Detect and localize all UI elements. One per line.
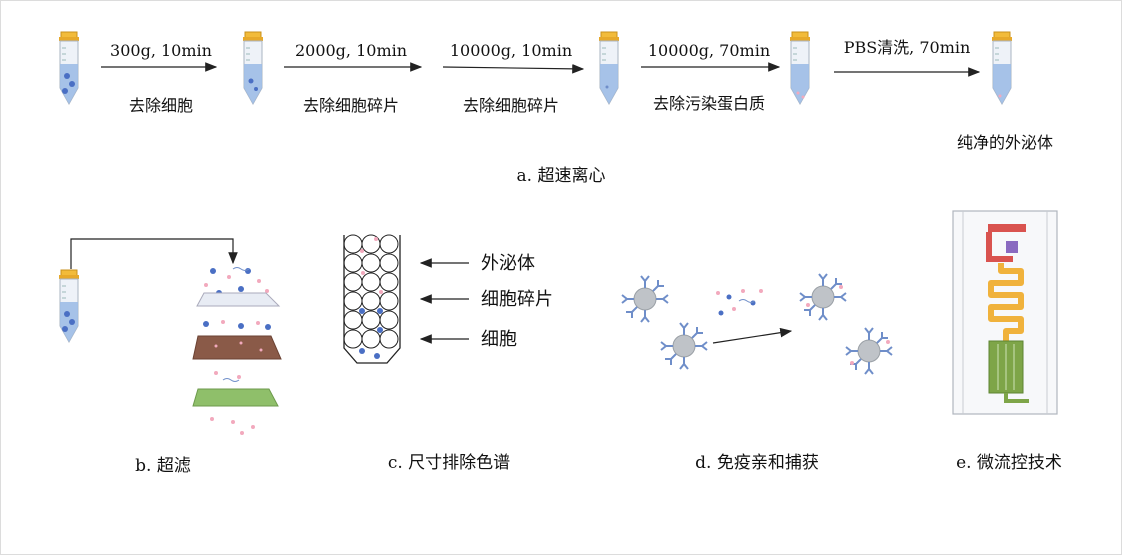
tube-icon xyxy=(58,269,80,343)
section-a-arrows xyxy=(101,62,981,77)
step-2-purpose: 去除细胞碎片 xyxy=(303,96,399,115)
step-3-condition: 10000g, 10min xyxy=(450,41,572,60)
chip-inlet xyxy=(988,224,1026,232)
step-1-purpose: 去除细胞 xyxy=(129,96,193,115)
section-e-chip xyxy=(952,210,1058,415)
section-a-tubes xyxy=(58,31,1013,105)
column-outline xyxy=(343,235,401,364)
result-label: 纯净的外泌体 xyxy=(957,133,1053,152)
capture-arrow xyxy=(712,327,793,344)
antibody-bead-icon xyxy=(621,275,669,323)
caption-a: a. 超速离心 xyxy=(517,166,606,186)
particle-cloud xyxy=(203,320,271,330)
label-cell: 细胞 xyxy=(481,329,517,350)
particle-cloud xyxy=(716,289,763,316)
filter-membrane-top xyxy=(196,292,281,307)
tube-icon xyxy=(991,31,1013,105)
particle-cloud xyxy=(214,371,241,382)
step-2-condition: 2000g, 10min xyxy=(295,41,407,60)
caption-e: e. 微流控技术 xyxy=(956,453,1062,473)
tube-icon xyxy=(242,31,264,105)
caption-d: d. 免疫亲和捕获 xyxy=(695,453,819,473)
label-exosome: 外泌体 xyxy=(481,253,535,274)
tube-icon xyxy=(598,31,620,105)
section-c-column xyxy=(343,234,401,364)
step-3-purpose: 去除细胞碎片 xyxy=(463,96,559,115)
antibody-bead-icon xyxy=(845,327,893,375)
step-4-condition: 10000g, 70min xyxy=(648,41,770,60)
section-b-figure xyxy=(58,238,282,435)
filter-membrane-green xyxy=(192,388,279,407)
step-5-condition: PBS清洗, 70min xyxy=(844,38,971,57)
chip-serpentine-channel xyxy=(988,263,1024,341)
transfer-arrow xyxy=(70,238,238,269)
step-4-purpose: 去除污染蛋白质 xyxy=(653,94,765,113)
filter-membrane-brown xyxy=(192,335,282,360)
antibody-bead-icon xyxy=(799,273,847,321)
tube-icon xyxy=(58,31,80,105)
arrow-step-3 xyxy=(442,64,585,74)
caption-c: c. 尺寸排除色谱 xyxy=(388,453,510,473)
section-c-arrows xyxy=(419,258,469,344)
section-d-figure xyxy=(621,273,893,375)
label-cell-debris: 细胞碎片 xyxy=(481,289,553,310)
particle-cloud xyxy=(210,417,255,435)
step-1-condition: 300g, 10min xyxy=(110,41,212,60)
antibody-bead-icon xyxy=(660,322,708,370)
caption-b: b. 超滤 xyxy=(135,456,191,476)
tube-icon xyxy=(789,31,811,105)
particle-cloud xyxy=(204,267,269,296)
